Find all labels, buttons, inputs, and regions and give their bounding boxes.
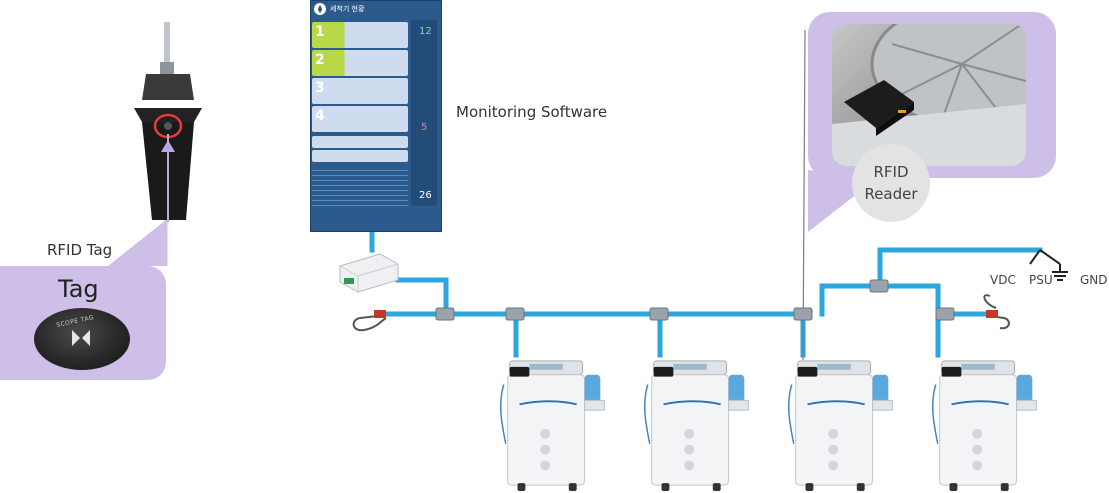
screen-station-3-number: 3 <box>315 80 325 96</box>
screen-counter-c: 26 <box>419 190 432 201</box>
screen-row-6 <box>312 150 408 162</box>
rfid-reader-label: RFID Reader <box>852 144 930 222</box>
terminator-right <box>986 310 998 318</box>
screen-station-1 <box>312 22 408 48</box>
screen-station-4 <box>312 106 408 132</box>
rfid-reader-label-line1: RFID <box>873 163 909 181</box>
washer-machine-image <box>931 360 1037 492</box>
washer-machine-image <box>643 360 749 492</box>
screen-side-panel <box>411 20 437 206</box>
t-connector-6 <box>935 307 955 321</box>
vdc-label: VDC <box>990 273 1016 287</box>
terminator-cable-left <box>352 315 387 332</box>
tag-title: Tag <box>58 275 99 303</box>
screen-station-4-number: 4 <box>315 108 325 124</box>
tag-callout-pointer <box>108 220 166 266</box>
rfid-reader-label-line2: Reader <box>864 185 918 203</box>
t-connector-5 <box>869 279 889 293</box>
tag-disc-logo-icon <box>72 330 90 346</box>
cable-hub-to-junction <box>395 277 449 315</box>
t-connector-4 <box>793 307 813 321</box>
network-hub-image <box>339 253 399 293</box>
t-connector-2 <box>505 307 525 321</box>
psu-label: PSU <box>1029 273 1053 287</box>
endoscope-handpiece-image <box>134 22 202 222</box>
t-connector-3 <box>649 307 669 321</box>
terminator-cable-right <box>989 315 1010 330</box>
screen-station-2-number: 2 <box>315 52 325 68</box>
gnd-label: GND <box>1080 273 1108 287</box>
psu-symbol <box>1029 249 1068 281</box>
washer-machine-image <box>499 360 605 492</box>
washer-machine-image <box>787 360 893 492</box>
cable-upper-branch <box>819 283 941 358</box>
screen-station-1-number: 1 <box>315 24 325 40</box>
screen-counter-a: 12 <box>419 26 432 37</box>
screen-title: 세척기 현황 <box>330 5 365 13</box>
rfid-tag-label: RFID Tag <box>47 241 113 259</box>
screen-station-3 <box>312 78 408 104</box>
screen-row-5 <box>312 136 408 148</box>
rfid-reader-photo <box>832 24 1026 166</box>
t-connector-1 <box>435 307 455 321</box>
screen-log-area <box>312 166 408 206</box>
rfid-tag-disc-image <box>34 308 130 370</box>
cable-psu-line <box>877 247 1043 289</box>
screen-counter-b: 5 <box>421 122 428 133</box>
screen-logo-icon <box>314 3 326 15</box>
reader-lead-line <box>802 29 806 361</box>
terminator-left <box>374 310 386 318</box>
monitoring-software-label: Monitoring Software <box>456 103 608 121</box>
screen-station-2 <box>312 50 408 76</box>
